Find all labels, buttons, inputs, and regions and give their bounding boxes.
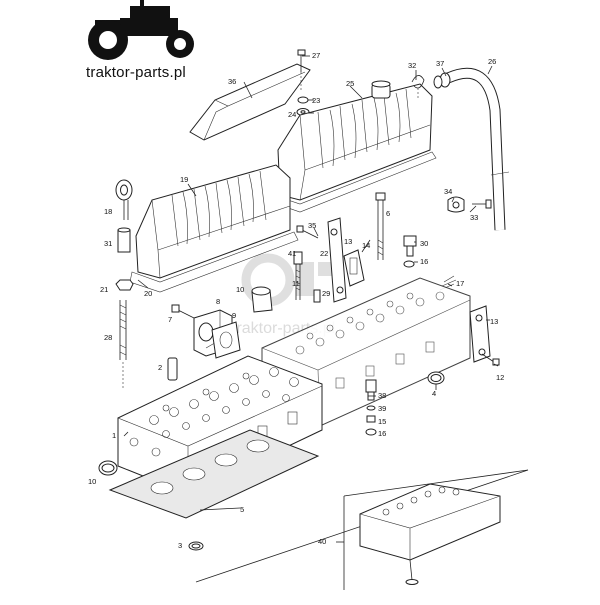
- callout-25: 25: [346, 79, 354, 88]
- lifting-bracket-right: [469, 305, 500, 366]
- callout-5: 5: [240, 505, 244, 514]
- breather-hose: [433, 67, 510, 231]
- temperature-sensor: [403, 235, 417, 257]
- callout-17: 17: [456, 279, 464, 288]
- callout-6: 6: [386, 209, 390, 218]
- callout-39: 39: [378, 404, 386, 413]
- pressure-sensor: [365, 379, 377, 436]
- callout-12: 12: [496, 373, 504, 382]
- callout-4: 4: [432, 389, 436, 398]
- callout-labels: 27 36 23 24 25 32 37 26 19 18 31 20 21 2…: [88, 51, 504, 550]
- stud: [119, 300, 127, 390]
- callout-28: 28: [104, 333, 112, 342]
- callout-8: 8: [216, 297, 220, 306]
- callout-30: 30: [420, 239, 428, 248]
- callout-33: 33: [470, 213, 478, 222]
- callout-7: 7: [168, 315, 172, 324]
- callout-18: 18: [104, 207, 112, 216]
- callout-40: 40: [318, 537, 326, 546]
- lifting-bracket: [327, 217, 347, 303]
- rocker-cover-left: [129, 164, 299, 293]
- callout-21: 21: [100, 285, 108, 294]
- callout-16b: 16: [378, 429, 386, 438]
- callout-14: 14: [362, 241, 370, 250]
- callout-24: 24: [288, 110, 296, 119]
- callout-9: 9: [232, 311, 236, 320]
- callout-10b: 10: [88, 477, 96, 486]
- thermostat-housing: [171, 304, 241, 359]
- callout-23: 23: [312, 96, 320, 105]
- callout-1: 1: [112, 431, 116, 440]
- leader-lines: [123, 55, 499, 543]
- callout-31: 31: [104, 239, 112, 248]
- tractor-icon: [88, 0, 194, 60]
- bolt: [297, 49, 306, 92]
- callout-27: 27: [312, 51, 320, 60]
- injector: [293, 251, 303, 300]
- callout-36: 36: [228, 77, 236, 86]
- callout-16: 16: [420, 257, 428, 266]
- callout-29: 29: [322, 289, 330, 298]
- callout-35: 35: [308, 221, 316, 230]
- inset-assembly: [195, 469, 529, 590]
- bolt-long: [375, 192, 386, 260]
- injector-sleeve: [251, 286, 273, 313]
- callout-38: 38: [378, 391, 386, 400]
- callout-41: 41: [288, 249, 296, 258]
- logo-text: traktor-parts.pl: [86, 64, 186, 81]
- callout-13: 13: [344, 237, 352, 246]
- heat-shield: [189, 63, 311, 141]
- callout-15: 15: [378, 417, 386, 426]
- callout-13b: 13: [490, 317, 498, 326]
- cylinder-head: [117, 355, 323, 495]
- head-gasket: [108, 429, 320, 519]
- callout-2: 2: [158, 363, 162, 372]
- callout-3: 3: [178, 541, 182, 550]
- callout-20: 20: [144, 289, 152, 298]
- callout-34: 34: [444, 187, 452, 196]
- rocker-cover-right: [273, 80, 437, 213]
- callout-26: 26: [488, 57, 496, 66]
- callout-32: 32: [408, 61, 416, 70]
- callout-11: 11: [292, 279, 300, 288]
- eye-bolt: [115, 179, 133, 220]
- callout-22: 22: [320, 249, 328, 258]
- callout-10: 10: [236, 285, 244, 294]
- callout-19: 19: [180, 175, 188, 184]
- callout-37: 37: [436, 59, 444, 68]
